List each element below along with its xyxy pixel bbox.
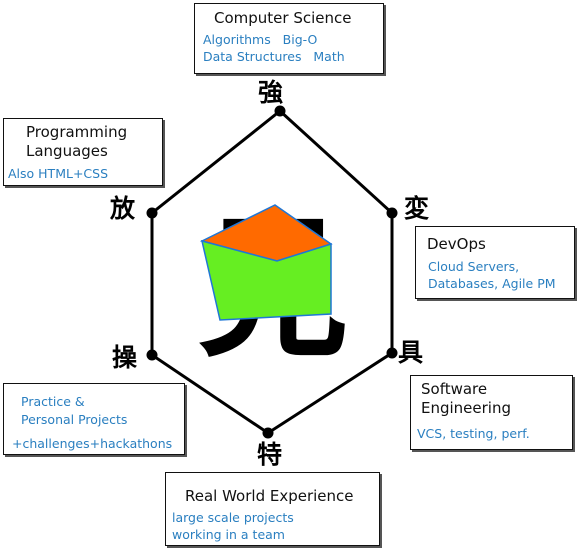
- se-line-1: VCS, testing, perf.: [417, 426, 530, 441]
- vertex-dot-upper-right: [386, 207, 398, 219]
- practice-line-2: Personal Projects: [21, 412, 128, 427]
- pl-line-1: Also HTML+CSS: [8, 166, 109, 181]
- real-world-experience-title: Real World Experience: [185, 487, 354, 505]
- practice-line-1: Practice &: [21, 394, 85, 409]
- vertex-dot-lower-left: [146, 349, 158, 361]
- cs-line-1: Algorithms Big-O: [203, 32, 318, 47]
- green-body-shape: [200, 239, 332, 321]
- computer-science-title: Computer Science: [214, 9, 352, 27]
- kanji-bottom: 特: [257, 440, 283, 469]
- vertex-dot-bottom: [262, 427, 274, 439]
- programming-languages-box: Programming Languages Also HTML+CSS: [3, 118, 163, 186]
- kanji-upper-right: 変: [404, 194, 430, 223]
- cs-line-2: Data Structures Math: [203, 49, 345, 64]
- devops-title: DevOps: [427, 235, 486, 253]
- kanji-lower-left: 操: [112, 343, 138, 372]
- rwe-line-1: large scale projects: [172, 510, 294, 525]
- practice-box: Practice & Personal Projects +challenges…: [3, 383, 185, 455]
- real-world-experience-box: Real World Experience large scale projec…: [165, 472, 380, 546]
- software-engineering-box: Software Engineering VCS, testing, perf.: [410, 375, 573, 450]
- kanji-top: 強: [258, 78, 284, 107]
- devops-line-1: Cloud Servers,: [428, 259, 520, 274]
- practice-line-3: +challenges+hackathons: [12, 436, 173, 451]
- vertex-dot-top: [274, 105, 286, 117]
- kanji-lower-right: 具: [398, 338, 424, 367]
- programming-languages-title: Programming Languages: [26, 123, 128, 160]
- vertex-dot-lower-right: [386, 347, 398, 359]
- kanji-upper-left: 放: [110, 194, 136, 223]
- vertex-dot-upper-left: [146, 207, 158, 219]
- software-engineering-title: Software Engineering: [421, 380, 511, 417]
- devops-box: DevOps Cloud Servers, Databases, Agile P…: [415, 226, 575, 299]
- computer-science-box: Computer Science Algorithms Big-O Data S…: [194, 3, 384, 74]
- devops-line-2: Databases, Agile PM: [428, 276, 556, 291]
- rwe-line-2: working in a team: [172, 527, 285, 542]
